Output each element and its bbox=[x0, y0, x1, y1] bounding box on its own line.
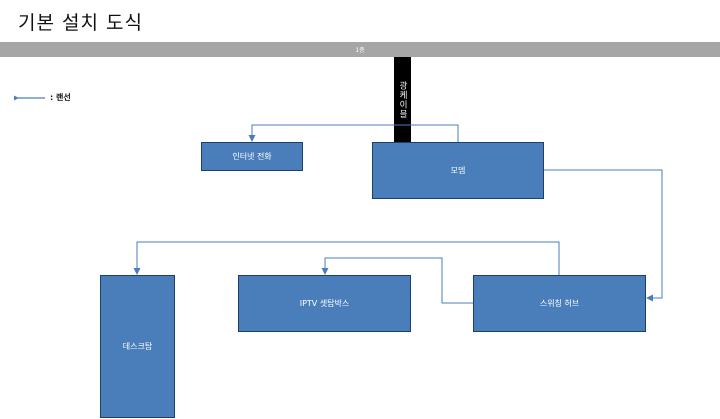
connector-modem-to-phone bbox=[248, 124, 459, 142]
switching-hub-label: 스위칭 허브 bbox=[539, 299, 580, 308]
iptv-settop-box-node: IPTV 셋탑박스 bbox=[238, 275, 411, 332]
connector-modem-to-hub bbox=[544, 169, 663, 302]
connector-hub-to-settop bbox=[321, 257, 473, 304]
legend-label: : 랜선 bbox=[50, 93, 71, 102]
lan-cable-legend-arrow-icon bbox=[13, 95, 45, 101]
page-title: 기본 설치 도식 bbox=[18, 12, 143, 34]
switching-hub-node: 스위칭 허브 bbox=[473, 275, 646, 332]
internet-phone-node: 인터넷 전화 bbox=[201, 142, 303, 171]
connector-hub-to-desktop bbox=[133, 241, 560, 275]
modem-label: 모뎀 bbox=[450, 166, 466, 175]
fiber-optic-cable: 광케이블 bbox=[394, 57, 411, 142]
iptv-settop-box-label: IPTV 셋탑박스 bbox=[299, 299, 350, 308]
internet-phone-label: 인터넷 전화 bbox=[232, 152, 272, 161]
fiber-optic-cable-label: 광케이블 bbox=[397, 80, 408, 119]
modem-node: 모뎀 bbox=[372, 142, 544, 199]
floor-bar: 1층 bbox=[0, 42, 720, 57]
desktop-label: 데스크탑 bbox=[122, 342, 153, 351]
floor-label: 1층 bbox=[355, 47, 365, 54]
desktop-node: 데스크탑 bbox=[100, 275, 175, 418]
legend: : 랜선 bbox=[13, 90, 104, 106]
